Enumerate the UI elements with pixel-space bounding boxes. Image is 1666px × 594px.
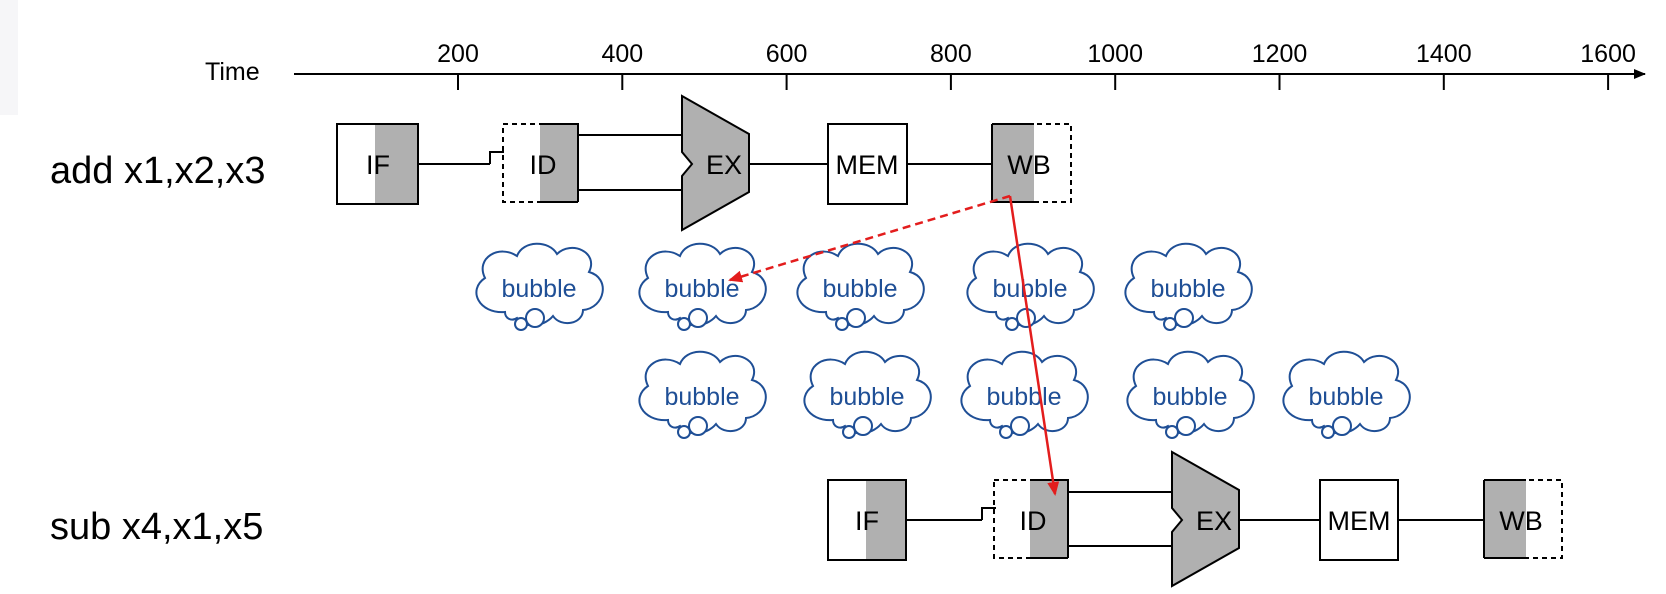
bubble-cloud: bubble (803, 350, 932, 439)
bubble-label: bubble (1150, 275, 1225, 303)
bubble-cloud: bubble (796, 242, 925, 331)
stage-ex-sub: EX (1171, 450, 1240, 588)
bubble-cloud: bubble (1282, 350, 1411, 439)
time-axis-tick-label: 1600 (1580, 40, 1636, 68)
stage-mem-add: MEM (827, 123, 908, 205)
pipeline-bubbles: bubble bubble bubble bubble bubble bubble bubb… (475, 242, 1411, 439)
svg-text:WB: WB (1007, 150, 1051, 180)
svg-text:ID: ID (1020, 506, 1047, 536)
bubble-cloud: bubble (960, 350, 1089, 439)
time-axis-ticks: 200 400 600 800 1000 1200 1400 1600 (437, 40, 1636, 90)
bubble-cloud: bubble (475, 242, 604, 331)
bubble-label: bubble (1308, 383, 1383, 411)
stage-if-sub: IF (827, 479, 907, 561)
time-axis-tick-label: 1000 (1087, 40, 1143, 68)
bubble-cloud: bubble (1124, 242, 1253, 331)
svg-text:EX: EX (706, 150, 742, 180)
svg-text:IF: IF (855, 506, 879, 536)
stage-mem-sub: MEM (1319, 479, 1399, 561)
forward-arrow-solid (1008, 195, 1060, 496)
pipeline-row-sub: IF ID EX MEM WB (827, 450, 1563, 588)
bubble-label: bubble (822, 275, 897, 303)
bubble-cloud: bubble (638, 350, 767, 439)
stage-id-sub: ID (993, 479, 1069, 559)
svg-text:MEM: MEM (1328, 506, 1391, 536)
pipeline-row-add: IF ID EX MEM WB (336, 94, 1072, 232)
time-axis-tick-label: 400 (601, 40, 643, 68)
svg-text:IF: IF (366, 150, 390, 180)
bubble-label: bubble (1152, 383, 1227, 411)
time-axis-label: Time (205, 58, 260, 86)
time-axis-tick-label: 1200 (1252, 40, 1308, 68)
svg-text:WB: WB (1499, 506, 1543, 536)
svg-text:ID: ID (530, 150, 557, 180)
svg-text:EX: EX (1196, 506, 1232, 536)
time-axis-tick-label: 200 (437, 40, 479, 68)
stage-if-add: IF (336, 123, 419, 205)
bubble-cloud: bubble (638, 242, 767, 331)
time-axis-tick-label: 600 (766, 40, 808, 68)
bubble-label: bubble (664, 383, 739, 411)
bubble-cloud: bubble (966, 242, 1095, 331)
bubble-label: bubble (992, 275, 1067, 303)
forward-arrow-dashed (728, 194, 1011, 283)
instruction-label-sub: sub x4,x1,x5 (50, 506, 264, 548)
time-axis-tick-label: 800 (930, 40, 972, 68)
instruction-label-add: add x1,x2,x3 (50, 150, 266, 192)
left-edge-strip (0, 0, 18, 115)
stage-wb-add: WB (991, 123, 1072, 203)
stage-id-add: ID (502, 123, 579, 203)
stage-wb-sub: WB (1483, 479, 1563, 559)
bubble-label: bubble (986, 383, 1061, 411)
bubble-label: bubble (501, 275, 576, 303)
time-axis-tick-label: 1400 (1416, 40, 1472, 68)
svg-text:MEM: MEM (836, 150, 899, 180)
bubble-label: bubble (664, 275, 739, 303)
bubble-label: bubble (829, 383, 904, 411)
stage-ex-add: EX (681, 94, 750, 232)
bubble-cloud: bubble (1126, 350, 1255, 439)
